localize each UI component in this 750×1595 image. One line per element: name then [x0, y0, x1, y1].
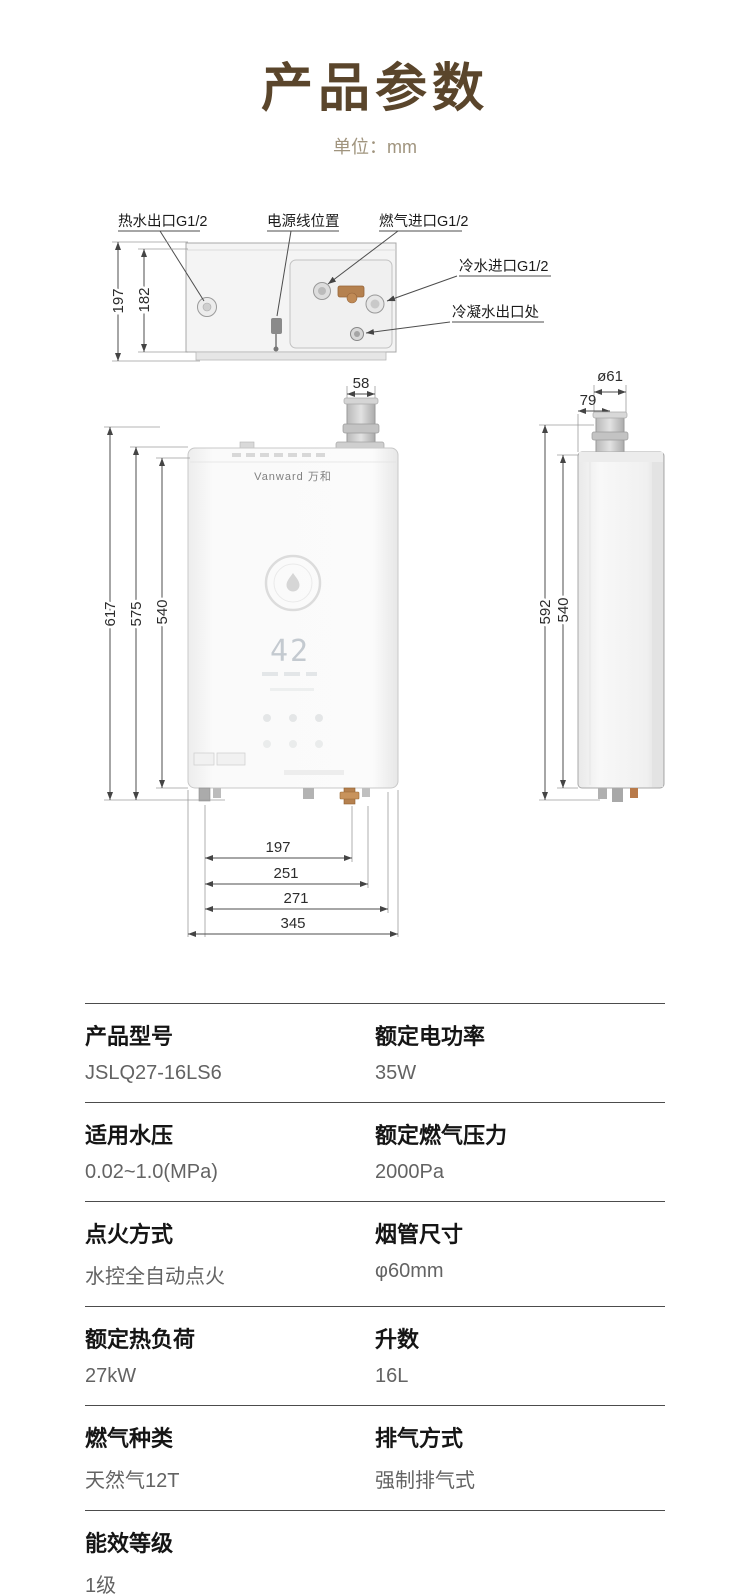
spec-label: 烟管尺寸	[375, 1222, 464, 1247]
callout-condensate-outlet: 冷凝水出口处	[452, 304, 539, 321]
gas-inlet-part	[313, 282, 331, 300]
condensate-outlet-part	[350, 327, 364, 341]
spec-label: 适用水压	[85, 1123, 174, 1148]
spec-value: 16L	[375, 1365, 409, 1387]
front-bottom-dimensions: 197 251 271 345	[187, 790, 399, 937]
spec-cell: 升数 16L	[375, 1322, 665, 1388]
dim-front-bottom-w3: 271	[283, 890, 308, 907]
spec-value: 0.02~1.0(MPa)	[85, 1161, 218, 1183]
spec-cell: 烟管尺寸 φ60mm	[375, 1217, 665, 1289]
top-view-control-box	[289, 259, 393, 349]
droplet-icon	[286, 573, 300, 592]
spec-value: 35W	[375, 1062, 417, 1084]
power-cord-part	[271, 318, 282, 352]
spec-cell-empty	[375, 1526, 665, 1595]
display-temperature: 42	[270, 634, 310, 669]
dim-side-body-height: 540	[555, 597, 572, 622]
copper-valve-part	[337, 285, 365, 304]
spec-value: 2000Pa	[375, 1161, 444, 1183]
spec-label: 额定电功率	[375, 1024, 486, 1049]
side-top-dimensions: ø61 79	[577, 368, 627, 452]
spec-row: 燃气种类 天然气12T 排气方式 强制排气式	[85, 1405, 665, 1510]
front-display: 42	[262, 634, 317, 691]
unit-note: 单位：mm	[333, 137, 417, 157]
spec-cell: 点火方式 水控全自动点火	[85, 1217, 375, 1289]
page-title: 产品参数	[260, 58, 489, 119]
side-bottom-fittings	[598, 788, 638, 802]
spec-row: 产品型号 JSLQ27-16LS6 额定电功率 35W	[85, 1003, 665, 1102]
spec-value: JSLQ27-16LS6	[85, 1062, 222, 1084]
spec-value: 27kW	[85, 1365, 137, 1387]
front-bottom-fittings	[198, 787, 370, 805]
cold-water-inlet-part	[365, 294, 385, 314]
dim-front-bottom-w4: 345	[280, 915, 305, 932]
front-left-dimensions: 617 575 540	[100, 426, 225, 801]
spec-value: φ60mm	[375, 1260, 444, 1282]
spec-cell: 额定燃气压力 2000Pa	[375, 1118, 665, 1184]
spec-label: 能效等级	[85, 1531, 174, 1556]
callout-hot-water-outlet: 热水出口G1/2	[118, 213, 207, 230]
spec-cell: 额定电功率 35W	[375, 1019, 665, 1085]
front-flue-pipe	[335, 397, 385, 451]
callout-cold-water-inlet: 冷水进口G1/2	[459, 258, 548, 275]
dim-top-overall-height: 197	[110, 288, 127, 313]
dim-front-overall-height: 617	[102, 601, 119, 626]
front-bottom-stickers	[193, 752, 344, 775]
spec-table: 产品型号 JSLQ27-16LS6 额定电功率 35W 适用水压 0.02~1.…	[85, 1003, 665, 1595]
spec-cell: 额定热负荷 27kW	[85, 1322, 375, 1388]
dim-side-flue-diameter: ø61	[597, 368, 623, 385]
spec-cell: 产品型号 JSLQ27-16LS6	[85, 1019, 375, 1085]
callout-power-cord: 电源线位置	[267, 213, 340, 230]
side-view-drawing: ø61 79	[535, 368, 665, 802]
dim-front-flue-width: 58	[353, 375, 370, 392]
spec-row: 能效等级 1级	[85, 1510, 665, 1595]
callout-gas-inlet: 燃气进口G1/2	[379, 212, 468, 230]
top-view-drawing: 热水出口G1/2 电源线位置 燃气进口G1/2 冷水进口G1/2 冷凝水出口处 …	[108, 212, 551, 362]
brand-logo-text: Vanward 万和	[254, 470, 332, 483]
spec-label: 升数	[375, 1327, 420, 1352]
hot-water-outlet-part	[197, 297, 217, 317]
spec-label: 额定燃气压力	[375, 1123, 508, 1148]
side-heater-body	[577, 451, 665, 789]
top-view-dimensions: 197 182	[108, 241, 200, 362]
spec-row: 额定热负荷 27kW 升数 16L	[85, 1306, 665, 1405]
front-control-ring	[264, 554, 322, 612]
spec-value: 1级	[85, 1575, 117, 1595]
spec-value: 水控全自动点火	[85, 1266, 225, 1288]
spec-row: 适用水压 0.02~1.0(MPa) 额定燃气压力 2000Pa	[85, 1102, 665, 1201]
front-heater-body	[187, 447, 399, 789]
spec-cell: 适用水压 0.02~1.0(MPa)	[85, 1118, 375, 1184]
side-left-dimensions: 592 540	[535, 424, 600, 801]
spec-row: 点火方式 水控全自动点火 烟管尺寸 φ60mm	[85, 1201, 665, 1306]
spec-value: 强制排气式	[375, 1470, 475, 1492]
dim-side-overall-height: 592	[537, 599, 554, 624]
technical-drawings-svg: 热水出口G1/2 电源线位置 燃气进口G1/2 冷水进口G1/2 冷凝水出口处 …	[100, 212, 665, 937]
front-touch-buttons	[263, 714, 323, 748]
front-view-drawing: 58 Vanward 万和	[100, 375, 399, 937]
top-view-bottom-strip	[195, 351, 387, 361]
front-vent-slots	[232, 453, 325, 457]
spec-cell: 排气方式 强制排气式	[375, 1421, 665, 1493]
spec-label: 产品型号	[85, 1024, 174, 1049]
side-flue-pipe	[591, 411, 629, 453]
spec-value: 天然气12T	[85, 1470, 180, 1492]
dim-front-mid-height: 575	[128, 601, 145, 626]
spec-label: 燃气种类	[85, 1426, 174, 1451]
dim-front-body-height: 540	[154, 599, 171, 624]
dim-front-bottom-w1: 197	[265, 839, 290, 856]
technical-drawings: 热水出口G1/2 电源线位置 燃气进口G1/2 冷水进口G1/2 冷凝水出口处 …	[100, 212, 665, 937]
dim-side-flue-offset: 79	[580, 392, 597, 409]
spec-label: 额定热负荷	[85, 1327, 196, 1352]
dim-flue-width-group: 58	[346, 375, 376, 400]
dim-top-inner-height: 182	[136, 287, 153, 312]
spec-label: 排气方式	[375, 1426, 464, 1451]
spec-cell: 能效等级 1级	[85, 1526, 375, 1595]
dim-front-bottom-w2: 251	[273, 865, 298, 882]
front-top-knob	[239, 441, 255, 449]
spec-label: 点火方式	[85, 1222, 174, 1247]
spec-cell: 燃气种类 天然气12T	[85, 1421, 375, 1493]
